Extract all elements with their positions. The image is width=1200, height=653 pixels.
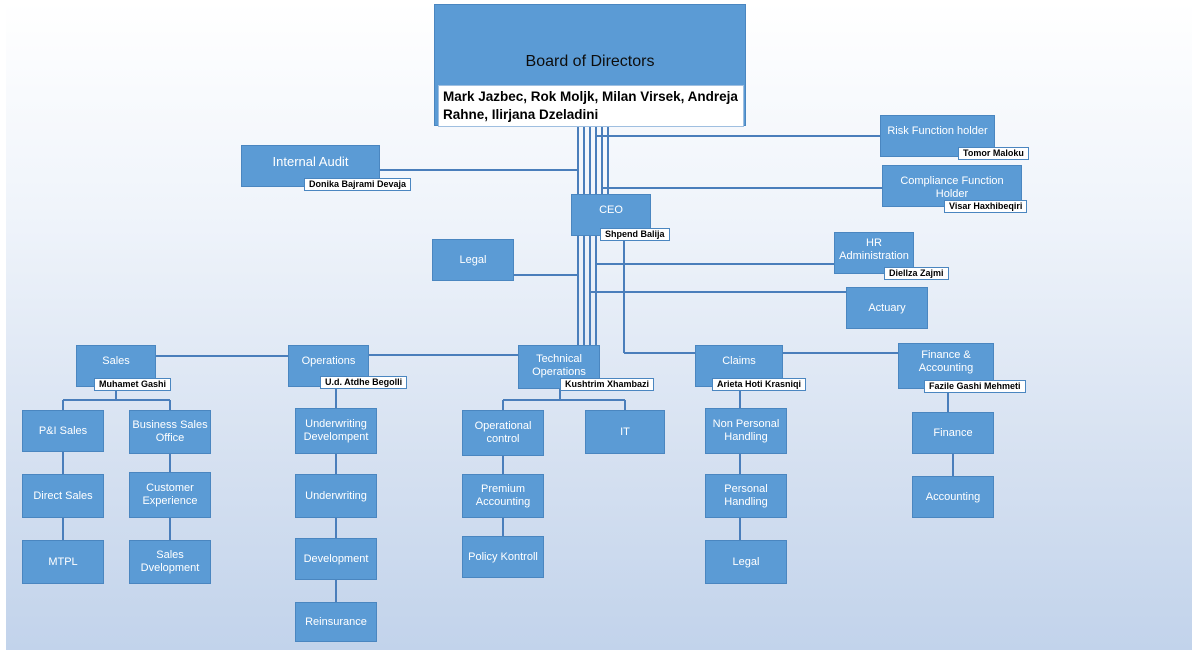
accounting-box: Accounting (912, 476, 994, 518)
board-members: Mark Jazbec, Rok Moljk, Milan Virsek, An… (438, 85, 744, 127)
non-personal-handling-box: Non Personal Handling (705, 408, 787, 454)
underwriting-title: Underwriting (305, 489, 367, 502)
compliance-function-title: Compliance Function Holder (900, 175, 1004, 200)
claims-holder: Arieta Hoti Krasniqi (712, 378, 807, 391)
board-of-directors-box: Board of Directors Mark Jazbec, Rok Molj… (434, 4, 746, 127)
claims-legal-title: Legal (732, 555, 760, 568)
legal-title: Legal (459, 253, 487, 266)
claims-legal-box: Legal (705, 540, 787, 584)
legal-box: Legal (432, 239, 514, 281)
technical-operations-title: Technical Operations (532, 353, 586, 378)
policy-kontroll-box: Policy Kontroll (462, 536, 544, 578)
board-title: Board of Directors (525, 53, 655, 70)
technical-operations-holder: Kushtrim Xhambazi (560, 378, 655, 391)
pi-sales-title: P&I Sales (38, 424, 88, 437)
premium-accounting-title: Premium Accounting (475, 483, 531, 508)
operations-title: Operations (301, 355, 356, 367)
personal-handling-title: Personal Handling (724, 483, 768, 508)
premium-accounting-box: Premium Accounting (462, 474, 544, 518)
technical-operations-box: Technical Operations (518, 345, 600, 389)
finance-box: Finance (912, 412, 994, 454)
business-sales-office-title: Business Sales Office (132, 419, 208, 444)
claims-title: Claims (722, 355, 756, 367)
finance-accounting-box: Finance & Accounting (898, 343, 994, 389)
operations-holder: U.d. Atdhe Begolli (320, 376, 408, 389)
internal-audit-title: Internal Audit (272, 154, 349, 169)
finance-accounting-holder: Fazile Gashi Mehmeti (924, 380, 1026, 393)
hr-administration-holder: Diellza Zajmi (884, 267, 949, 280)
it-box: IT (585, 410, 665, 454)
hr-administration-title: HR Administration (839, 237, 909, 262)
internal-audit-holder: Donika Bajrami Devaja (304, 178, 412, 191)
development-title: Development (303, 552, 369, 565)
ceo-holder: Shpend Balija (600, 228, 670, 241)
operational-control-title: Operational control (474, 420, 532, 445)
reinsurance-box: Reinsurance (295, 602, 377, 642)
pi-sales-box: P&I Sales (22, 410, 104, 452)
ceo-title: CEO (599, 204, 623, 216)
actuary-title: Actuary (868, 301, 906, 314)
actuary-box: Actuary (846, 287, 928, 329)
mtpl-box: MTPL (22, 540, 104, 584)
customer-experience-title: Customer Experience (142, 482, 198, 507)
development-box: Development (295, 538, 377, 580)
sales-development-title: Sales Dvelopment (140, 549, 200, 574)
personal-handling-box: Personal Handling (705, 474, 787, 518)
sales-holder: Muhamet Gashi (94, 378, 172, 391)
direct-sales-title: Direct Sales (33, 489, 93, 502)
direct-sales-box: Direct Sales (22, 474, 104, 518)
underwriting-development-box: Underwriting Develompent (295, 408, 377, 454)
mtpl-title: MTPL (48, 555, 78, 568)
risk-function-title: Risk Function holder (887, 125, 988, 137)
risk-function-holder: Tomor Maloku (958, 147, 1029, 160)
customer-experience-box: Customer Experience (129, 472, 211, 518)
accounting-title: Accounting (925, 490, 981, 503)
underwriting-development-title: Underwriting Develompent (303, 418, 369, 443)
sales-development-box: Sales Dvelopment (129, 540, 211, 584)
it-title: IT (620, 425, 630, 438)
finance-accounting-title: Finance & Accounting (918, 349, 974, 374)
sales-title: Sales (102, 355, 130, 367)
operational-control-box: Operational control (462, 410, 544, 456)
finance-title: Finance (933, 426, 973, 439)
non-personal-handling-title: Non Personal Handling (712, 418, 780, 443)
underwriting-box: Underwriting (295, 474, 377, 518)
policy-kontroll-title: Policy Kontroll (468, 550, 538, 563)
business-sales-office-box: Business Sales Office (129, 410, 211, 454)
reinsurance-title: Reinsurance (305, 615, 367, 628)
compliance-function-holder: Visar Haxhibeqiri (944, 200, 1028, 213)
